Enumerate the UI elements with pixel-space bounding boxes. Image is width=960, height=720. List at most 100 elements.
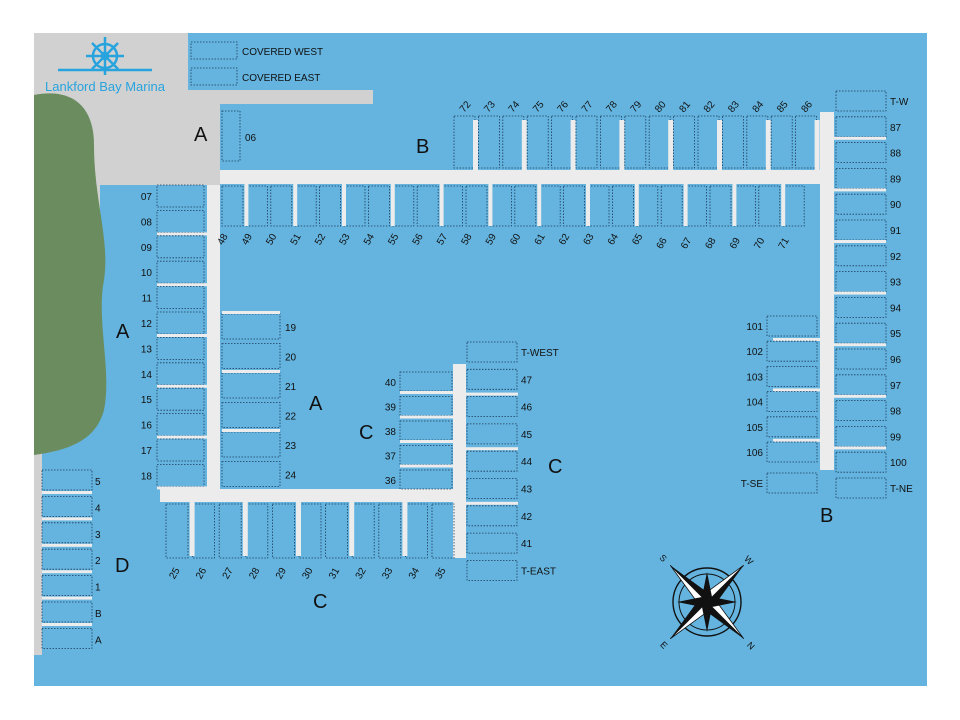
slip-47[interactable] xyxy=(466,368,518,390)
slip-104[interactable] xyxy=(766,391,818,413)
slip-42[interactable] xyxy=(466,505,518,527)
slip-83[interactable] xyxy=(722,115,744,169)
slip-95[interactable] xyxy=(835,322,887,344)
slip-T-NE[interactable] xyxy=(835,477,887,499)
slip-20[interactable] xyxy=(221,343,281,369)
slip-87[interactable] xyxy=(835,116,887,138)
slip-45[interactable] xyxy=(466,423,518,445)
slip-103[interactable] xyxy=(766,365,818,387)
slip-64[interactable] xyxy=(612,185,634,227)
slip-32[interactable] xyxy=(351,503,375,559)
slip-30[interactable] xyxy=(298,503,322,559)
slip-A[interactable] xyxy=(41,628,93,649)
slip-75[interactable] xyxy=(526,115,549,169)
slip-105[interactable] xyxy=(766,416,818,438)
slip-13[interactable] xyxy=(156,336,205,360)
slip-106[interactable] xyxy=(766,441,818,463)
slip-81[interactable] xyxy=(673,115,695,169)
slip-35[interactable] xyxy=(431,503,455,559)
slip-79[interactable] xyxy=(624,115,647,169)
slip-36[interactable] xyxy=(399,469,453,490)
slip-26[interactable] xyxy=(192,503,216,559)
slip-80[interactable] xyxy=(648,115,671,169)
slip-4[interactable] xyxy=(41,495,93,517)
slip-33[interactable] xyxy=(378,503,402,559)
slip-92[interactable] xyxy=(835,245,887,267)
slip-72[interactable] xyxy=(453,115,476,169)
slip-5[interactable] xyxy=(41,469,93,491)
slip-B[interactable] xyxy=(41,601,93,623)
slip-24[interactable] xyxy=(221,461,281,487)
slip-48[interactable] xyxy=(221,185,244,227)
slip-102[interactable] xyxy=(766,340,818,362)
slip-54[interactable] xyxy=(367,185,390,227)
slip-73[interactable] xyxy=(477,115,500,169)
slip-94[interactable] xyxy=(835,296,887,318)
slip-66[interactable] xyxy=(660,185,683,227)
slip-90[interactable] xyxy=(835,193,887,215)
slip-78[interactable] xyxy=(600,115,622,169)
slip-10[interactable] xyxy=(156,260,205,284)
slip-52[interactable] xyxy=(319,185,342,227)
slip-label-5: 5 xyxy=(95,477,101,488)
slip-06[interactable] xyxy=(221,110,241,162)
slip-93[interactable] xyxy=(835,271,887,293)
slip-08[interactable] xyxy=(156,209,205,233)
slip-21[interactable] xyxy=(221,372,281,399)
slip-88[interactable] xyxy=(835,142,887,164)
slip-3[interactable] xyxy=(41,522,93,544)
slip-76[interactable] xyxy=(551,115,573,169)
slip-74[interactable] xyxy=(502,115,525,169)
slip-77[interactable] xyxy=(575,115,598,169)
slip-19[interactable] xyxy=(221,313,281,340)
slip-T-EAST[interactable] xyxy=(466,560,518,581)
slip-84[interactable] xyxy=(746,115,769,169)
slip-28[interactable] xyxy=(245,503,269,559)
slip-98[interactable] xyxy=(835,400,887,422)
slip-27[interactable] xyxy=(218,503,242,559)
slip-70[interactable] xyxy=(758,185,781,227)
slip-56[interactable] xyxy=(416,185,439,227)
slip-16[interactable] xyxy=(156,413,205,437)
slip-97[interactable] xyxy=(835,374,887,396)
slip-29[interactable] xyxy=(271,503,295,559)
slip-85[interactable] xyxy=(770,115,793,169)
slip-60[interactable] xyxy=(514,185,537,227)
slip-43[interactable] xyxy=(466,478,518,499)
slip-23[interactable] xyxy=(221,431,281,458)
slip-2[interactable] xyxy=(41,548,93,570)
slip-44[interactable] xyxy=(466,450,518,472)
slip-31[interactable] xyxy=(325,503,349,559)
slip-T-W[interactable] xyxy=(835,90,887,112)
slip-68[interactable] xyxy=(709,185,732,227)
slip-1[interactable] xyxy=(41,575,93,596)
slip-T-SE[interactable] xyxy=(766,472,818,494)
slip-99[interactable] xyxy=(835,425,887,447)
slip-25[interactable] xyxy=(165,503,189,559)
slip-12[interactable] xyxy=(156,311,205,335)
dock-label-a-north: A xyxy=(194,124,208,146)
finger-pier xyxy=(570,120,576,170)
slip-58[interactable] xyxy=(465,185,488,227)
slip-41[interactable] xyxy=(466,532,518,554)
slip-18[interactable] xyxy=(156,463,205,487)
slip-82[interactable] xyxy=(697,115,720,169)
slip-09[interactable] xyxy=(156,235,205,259)
slip-101[interactable] xyxy=(766,315,818,337)
slip-62[interactable] xyxy=(563,185,585,227)
slip-34[interactable] xyxy=(404,503,428,559)
slip-46[interactable] xyxy=(466,396,518,418)
slip-22[interactable] xyxy=(221,402,281,428)
slip-89[interactable] xyxy=(835,167,887,189)
slip-50[interactable] xyxy=(270,185,293,227)
slip-14[interactable] xyxy=(156,362,205,386)
slip-86[interactable] xyxy=(795,115,817,169)
slip-11[interactable] xyxy=(156,286,205,310)
slip-T-WEST[interactable] xyxy=(466,341,518,363)
slip-91[interactable] xyxy=(835,219,887,241)
slip-17[interactable] xyxy=(156,438,205,462)
slip-07[interactable] xyxy=(156,184,205,208)
slip-15[interactable] xyxy=(156,387,205,411)
slip-96[interactable] xyxy=(835,348,887,370)
slip-100[interactable] xyxy=(835,451,887,473)
